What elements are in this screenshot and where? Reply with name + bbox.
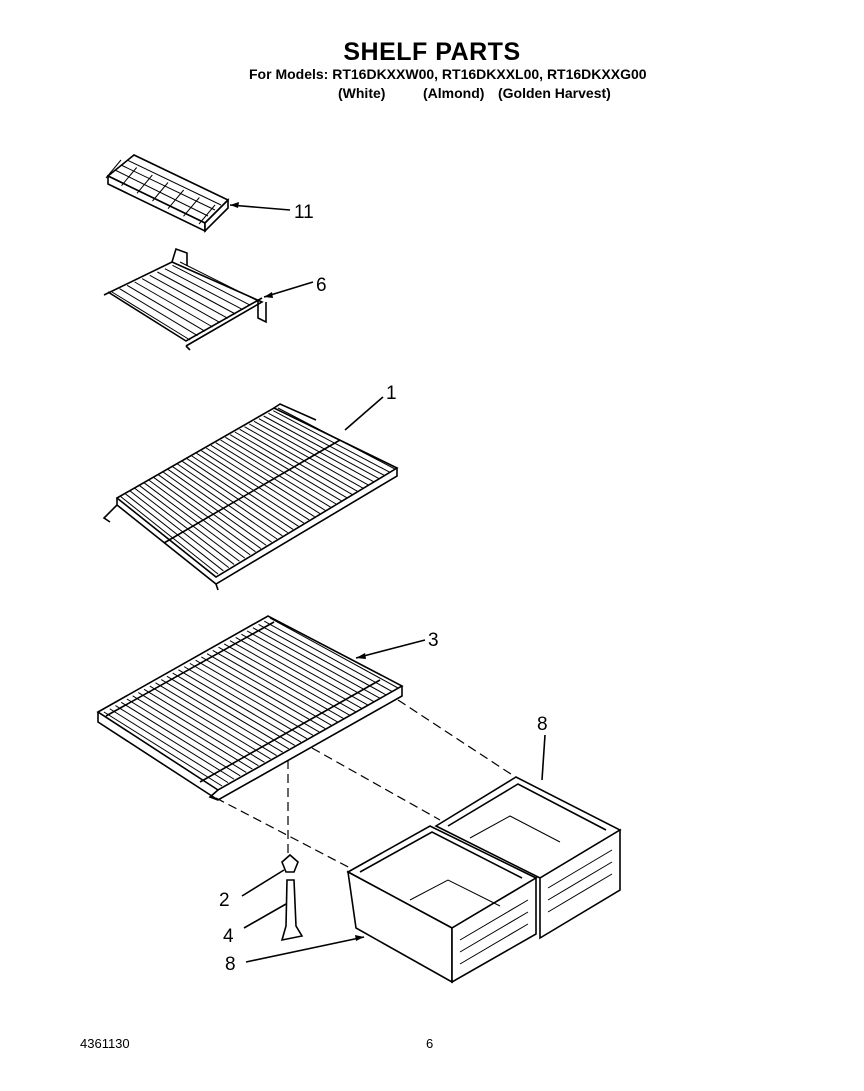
leader-line-1 [344, 396, 384, 431]
models-line: For Models: RT16DKXXW00, RT16DKXXL00, RT… [249, 66, 647, 82]
crisper-left-part [346, 825, 538, 984]
callout-3: 3 [428, 630, 439, 651]
leader-line-4 [243, 903, 287, 929]
support-part [280, 853, 304, 942]
leader-line-8-right [541, 734, 546, 781]
crisper-cover-part [96, 615, 404, 801]
arrowhead-11 [230, 202, 239, 208]
leader-line-11 [229, 204, 291, 211]
leader-line-2 [241, 869, 285, 897]
color-almond-label: (Almond) [423, 85, 485, 101]
crisper-right-part [434, 776, 622, 940]
document-number: 4361130 [80, 1036, 130, 1051]
arrowhead-8-left [355, 935, 364, 941]
arrowhead-6 [264, 292, 273, 298]
color-white-label: (White) [338, 85, 386, 101]
arrowhead-3 [356, 653, 366, 659]
leader-line-3 [355, 639, 426, 659]
callout-4: 4 [223, 926, 234, 947]
alignment-lines [215, 699, 521, 871]
color-golden-label: (Golden Harvest) [498, 85, 611, 101]
page-number: 6 [426, 1036, 434, 1051]
callout-1: 1 [386, 383, 397, 404]
callout-11: 11 [294, 202, 314, 223]
leader-line-8-left [245, 936, 365, 963]
callout-8-right: 8 [537, 714, 548, 735]
callout-2: 2 [219, 890, 230, 911]
callout-8-left: 8 [225, 954, 236, 975]
wire-shelf-part [102, 403, 399, 591]
page-title: SHELF PARTS [343, 38, 521, 66]
callout-6: 6 [316, 275, 327, 296]
small-shelf-part [103, 247, 267, 351]
ice-tray-part [105, 154, 230, 233]
